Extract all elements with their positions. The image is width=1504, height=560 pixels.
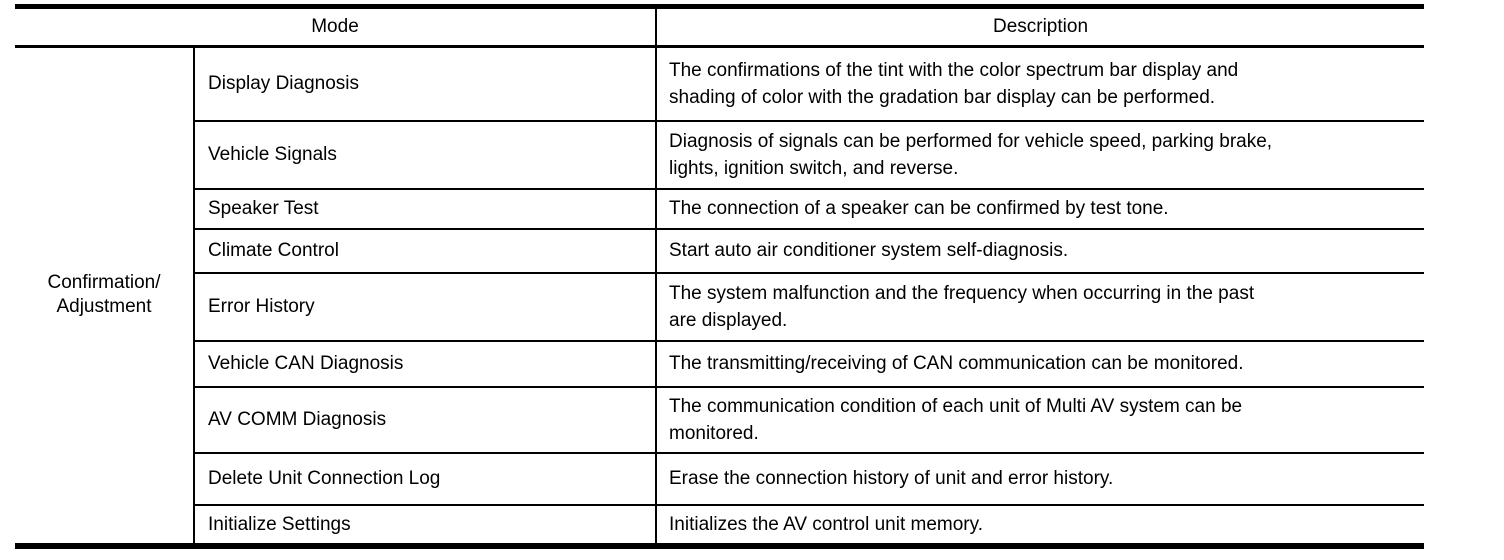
mode-cell-av-comm-diagnosis: AV COMM Diagnosis <box>193 385 657 454</box>
group-label-line2: Adjustment <box>56 296 152 318</box>
mode-cell-display-diagnosis: Display Diagnosis <box>193 45 657 122</box>
table-row: Vehicle Signals Diagnosis of signals can… <box>15 119 1424 190</box>
description-cell: Erase the connection history of unit and… <box>655 451 1424 506</box>
table-row: Confirmation/ Adjustment Display Diagnos… <box>15 45 1424 546</box>
mode-description-table: Mode Description Confirmation/ Adjustmen… <box>15 4 1424 549</box>
description-cell: The system malfunction and the frequency… <box>655 271 1424 342</box>
header-row: Mode Description <box>15 6 1424 48</box>
mode-cell-climate-control: Climate Control <box>193 227 657 274</box>
description-column-header: Description <box>655 6 1424 48</box>
mode-cell-delete-unit-connection-log: Delete Unit Connection Log <box>193 451 657 506</box>
group-cell-confirmation-adjustment: Confirmation/ Adjustment <box>15 46 195 546</box>
mode-cell-vehicle-signals: Vehicle Signals <box>193 119 657 190</box>
description-cell: The connection of a speaker can be confi… <box>655 187 1424 230</box>
group-label-line1: Confirmation/ <box>47 272 161 294</box>
table-row: Speaker Test The connection of a speaker… <box>15 187 1424 230</box>
table-row: Error History The system malfunction and… <box>15 271 1424 342</box>
table-row: Vehicle CAN Diagnosis The transmitting/r… <box>15 339 1424 388</box>
mode-column-header: Mode <box>15 6 656 48</box>
description-cell: The confirmations of the tint with the c… <box>655 45 1424 122</box>
table-row: Delete Unit Connection Log Erase the con… <box>15 451 1424 506</box>
mode-cell-vehicle-can-diagnosis: Vehicle CAN Diagnosis <box>193 339 657 388</box>
mode-cell-speaker-test: Speaker Test <box>193 187 657 230</box>
description-cell: Initializes the AV control unit memory. <box>655 503 1424 547</box>
description-cell: The transmitting/receiving of CAN commun… <box>655 339 1424 388</box>
table-row: Initialize Settings Initializes the AV c… <box>15 503 1424 547</box>
mode-cell-error-history: Error History <box>193 271 657 342</box>
table-row: Climate Control Start auto air condition… <box>15 227 1424 274</box>
table-row: AV COMM Diagnosis The communication cond… <box>15 385 1424 454</box>
description-cell: Start auto air conditioner system self-d… <box>655 227 1424 274</box>
description-cell: Diagnosis of signals can be performed fo… <box>655 119 1424 190</box>
mode-cell-initialize-settings: Initialize Settings <box>193 503 657 547</box>
description-cell: The communication condition of each unit… <box>655 385 1424 454</box>
